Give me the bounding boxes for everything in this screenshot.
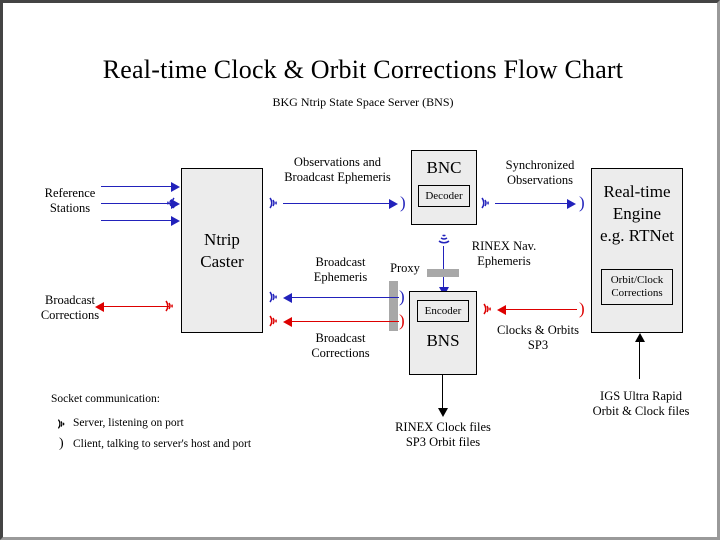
observations-edge-label: Observations and Broadcast Ephemeris <box>284 155 391 184</box>
bc-out-head <box>95 302 104 312</box>
server-antenna-icon-svg <box>57 419 65 429</box>
rinex-clock-files-head <box>438 408 448 417</box>
proxy-bar-horizontal-path <box>389 281 398 331</box>
server-antenna-icon <box>477 195 493 214</box>
node-ntrip-caster[interactable]: Ntrip Caster <box>181 168 263 333</box>
broadcast-corrections-edge-label: Broadcast Corrections <box>311 331 370 360</box>
igs-ultra-rapid-label: IGS Ultra Rapid Orbit & Clock files <box>592 389 690 418</box>
observations-line <box>283 203 391 204</box>
synchronized-edge-label: Synchronized Observations <box>505 158 575 187</box>
igs-ultra-rapid-line <box>639 341 640 379</box>
ref-arrow-1-head <box>171 182 180 192</box>
broadcast-corrections-out-label: Broadcast Corrections <box>40 293 100 322</box>
bnc-decoder-subbox[interactable]: Decoder <box>418 185 470 207</box>
broadcast-corrections-line <box>291 321 399 322</box>
proxy-label: Proxy <box>390 261 420 275</box>
server-antenna-icon-svg <box>165 300 173 312</box>
bc-out-line <box>101 306 169 307</box>
server-antenna-icon <box>265 195 281 214</box>
server-antenna-icon <box>265 289 281 308</box>
server-antenna-icon-svg <box>167 197 175 209</box>
synchronized-head <box>567 199 576 209</box>
clocks-orbits-line <box>505 309 577 310</box>
broadcast-ephemeris-head <box>283 293 292 303</box>
ref-arrow-2-head <box>171 199 180 209</box>
observations-head <box>389 199 398 209</box>
rinex-nav-line <box>443 246 444 290</box>
rt-engine-title: Real-time Engine e.g. RTNet <box>599 182 675 245</box>
server-antenna-icon-svg <box>481 197 489 209</box>
rinex-clock-files-label: RINEX Clock files SP3 Orbit files <box>395 420 491 449</box>
server-antenna-icon <box>265 313 281 332</box>
page-subtitle: BKG Ntrip State Space Server (BNS) <box>272 95 454 109</box>
proxy-bar-vertical-path <box>427 269 459 277</box>
node-bns[interactable]: Encoder BNS <box>409 291 477 375</box>
server-antenna-icon-svg <box>483 303 491 315</box>
server-antenna-icon-svg <box>269 197 277 209</box>
clocks-orbits-edge-label: Clocks & Orbits SP3 <box>497 323 579 352</box>
client-paren-icon: ) <box>400 193 406 212</box>
legend-server-glyph <box>53 417 69 436</box>
synchronized-line <box>495 203 569 204</box>
server-antenna-icon <box>479 301 495 320</box>
bns-title: BNS <box>426 331 460 350</box>
server-antenna-icon <box>161 298 177 317</box>
client-paren-icon: ) <box>399 287 405 306</box>
node-realtime-engine[interactable]: Real-time Engine e.g. RTNet Orbit/Clock … <box>591 168 683 333</box>
node-bnc[interactable]: BNC Decoder <box>411 150 477 225</box>
ref-arrow-3-line <box>101 220 173 221</box>
rinex-nav-edge-label: RINEX Nav. Ephemeris <box>471 239 537 268</box>
rinex-clock-files-line <box>442 375 443 411</box>
broadcast-corrections-head <box>283 317 292 327</box>
broadcast-ephemeris-line <box>291 297 399 298</box>
legend-heading: Socket communication: <box>51 393 160 405</box>
rt-engine-orbit-clock-subbox[interactable]: Orbit/Clock Corrections <box>601 269 673 305</box>
client-paren-icon: ) <box>579 193 585 212</box>
ref-arrow-1-line <box>101 186 173 187</box>
legend-server-text: Server, listening on port <box>73 417 184 429</box>
server-antenna-icon <box>436 230 452 249</box>
bns-encoder-subbox[interactable]: Encoder <box>417 300 469 322</box>
ref-arrow-2-line <box>101 203 173 204</box>
clocks-orbits-head <box>497 305 506 315</box>
server-antenna-icon <box>163 195 179 214</box>
client-paren-icon: ) <box>399 311 405 330</box>
ref-arrow-3-head <box>171 216 180 226</box>
legend-client-text: Client, talking to server's host and por… <box>73 438 252 450</box>
broadcast-ephemeris-edge-label: Broadcast Ephemeris <box>313 255 368 284</box>
igs-ultra-rapid-head <box>635 333 645 342</box>
server-antenna-icon-svg <box>438 234 450 244</box>
server-antenna-icon-svg <box>269 291 277 303</box>
bnc-title: BNC <box>426 158 462 177</box>
ntrip-caster-title: Ntrip Caster <box>200 229 244 271</box>
page-title: Real-time Clock & Orbit Corrections Flow… <box>102 55 624 84</box>
client-paren-icon: ) <box>579 299 585 318</box>
legend-client-glyph: ) <box>59 436 64 451</box>
server-antenna-icon-svg <box>269 315 277 327</box>
reference-stations-label: Reference Stations <box>44 186 96 215</box>
